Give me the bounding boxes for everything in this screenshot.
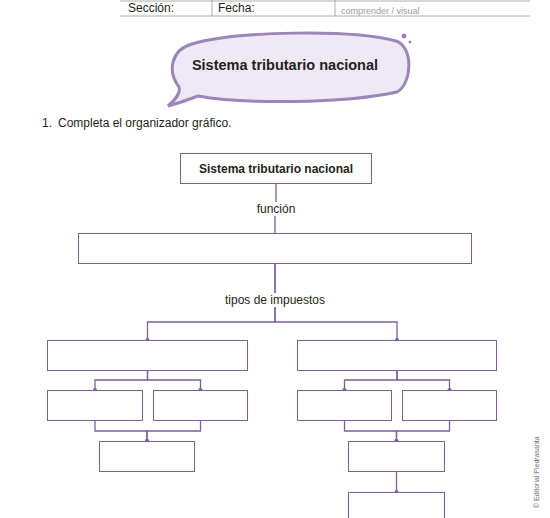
blank-box	[402, 390, 497, 421]
connector-line	[397, 421, 450, 441]
blank-box	[153, 390, 248, 421]
process-box: Sistema tributario nacional	[180, 153, 372, 184]
blank-box	[47, 390, 143, 421]
bubble-splash	[409, 41, 412, 44]
header-divider	[335, 0, 336, 16]
skill-tag: comprender / visual	[341, 6, 420, 16]
blank-box	[348, 492, 445, 518]
connector-line	[345, 371, 398, 390]
bubble-splash	[402, 34, 407, 39]
item-number: 1.	[42, 116, 52, 130]
blank-box	[99, 441, 195, 472]
connector-label: tipos de impuestos	[222, 293, 328, 307]
box-text: Sistema tributario nacional	[199, 162, 353, 176]
header-rule	[120, 16, 530, 17]
connector-line	[95, 421, 147, 441]
connector-line	[345, 421, 397, 441]
blank-box	[78, 233, 472, 264]
blank-box	[297, 340, 497, 371]
header-field: Fecha:	[218, 1, 255, 15]
blank-box	[348, 441, 445, 472]
header-divider	[212, 0, 213, 16]
connector-line	[396, 472, 397, 492]
copyright-note: © Editorial Piedrasanta	[533, 436, 540, 508]
blank-box	[297, 390, 392, 421]
connector-line	[397, 371, 450, 390]
instruction-text: Completa el organizador gráfico.	[58, 116, 231, 130]
blank-box	[47, 340, 248, 371]
connector-line	[147, 421, 201, 441]
connector-label: función	[254, 202, 299, 216]
header-field: Sección:	[128, 1, 174, 15]
connector-line	[95, 371, 148, 390]
worksheet-title: Sistema tributario nacional	[180, 57, 390, 73]
bubble-splash	[182, 100, 185, 103]
title-bubble	[168, 33, 409, 106]
connector-line	[148, 371, 201, 390]
header-rule	[120, 1, 530, 2]
